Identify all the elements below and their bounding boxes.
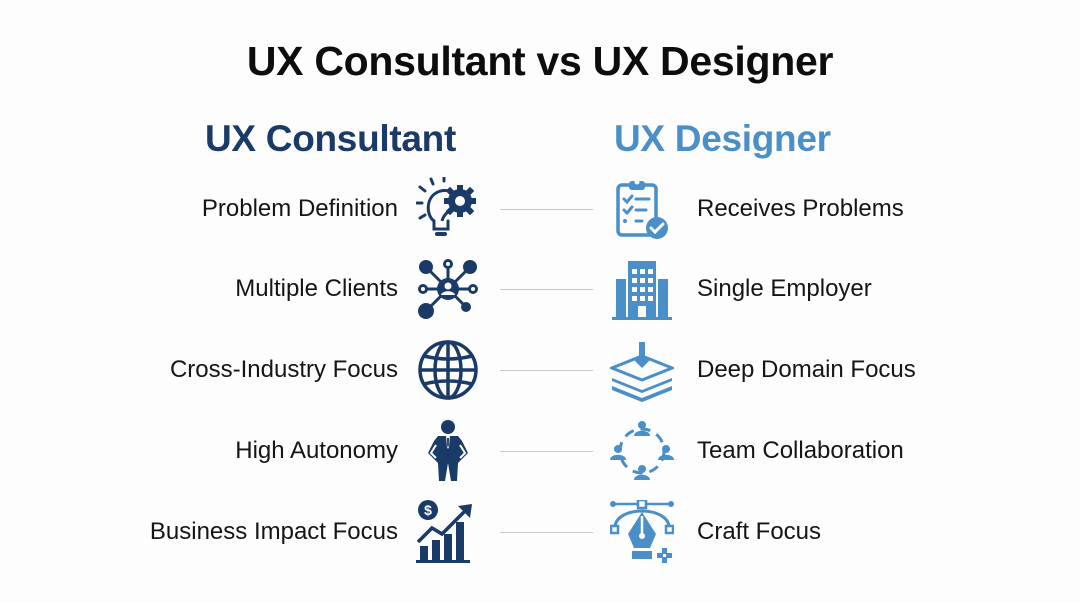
- consultant-heading: UX Consultant: [205, 118, 456, 159]
- connector-line: [500, 532, 593, 533]
- lightbulb-gear-icon: [415, 175, 480, 241]
- consultant-trait: High Autonomy: [235, 437, 398, 464]
- comparison-row: Multiple Clients: [0, 254, 1080, 324]
- page-title: UX Consultant vs UX Designer: [246, 38, 834, 84]
- comparison-row: Cross-Industry Focus Deep Domain Focus: [0, 335, 1080, 405]
- designer-trait: Receives Problems: [697, 195, 904, 222]
- comparison-row: Business Impact Focus $: [0, 497, 1080, 567]
- connector-line: [500, 289, 593, 290]
- clipboard-check-icon: [610, 177, 674, 241]
- connector-line: [500, 209, 593, 210]
- layers-download-icon: [607, 338, 677, 402]
- designer-trait: Deep Domain Focus: [697, 356, 916, 383]
- consultant-trait: Business Impact Focus: [149, 518, 398, 545]
- connector-line: [500, 451, 593, 452]
- svg-text:$: $: [424, 502, 432, 518]
- consultant-trait: Multiple Clients: [235, 275, 398, 302]
- network-user-icon: [416, 257, 480, 321]
- office-building-icon: [610, 257, 674, 321]
- designer-trait: Single Employer: [697, 275, 872, 302]
- comparison-row: Problem Definition: [0, 174, 1080, 244]
- globe-icon: [416, 338, 480, 402]
- growth-chart-dollar-icon: $: [416, 500, 480, 564]
- comparison-row: High Autonomy Team Collaborati: [0, 416, 1080, 486]
- designer-trait: Team Collaboration: [697, 437, 904, 464]
- pen-tool-icon: [609, 498, 675, 564]
- consultant-trait: Problem Definition: [201, 195, 398, 222]
- designer-trait: Craft Focus: [697, 518, 822, 545]
- connector-line: [500, 370, 593, 371]
- designer-heading: UX Designer: [614, 118, 831, 159]
- team-circle-icon: [610, 419, 674, 483]
- businessman-icon: [416, 419, 480, 483]
- consultant-trait: Cross-Industry Focus: [169, 356, 398, 383]
